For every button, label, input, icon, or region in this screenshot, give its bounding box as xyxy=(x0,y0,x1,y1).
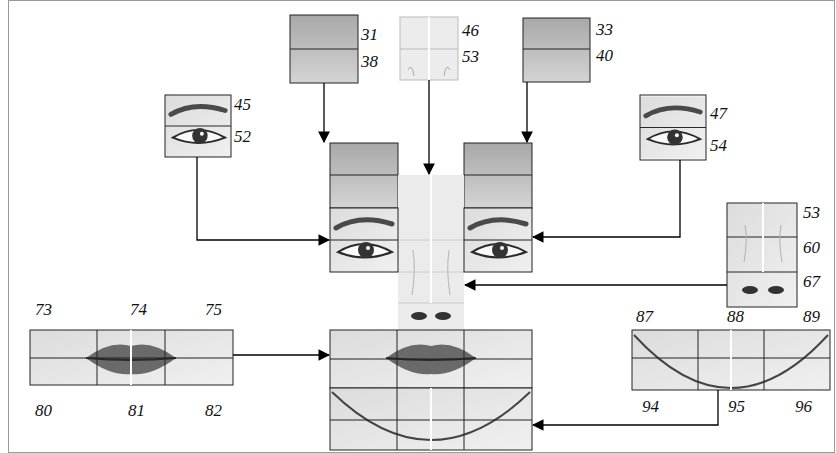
eye-patch xyxy=(640,96,706,158)
grid-line xyxy=(330,359,532,360)
callout-number: 81 xyxy=(128,402,145,419)
callout-number: 75 xyxy=(205,301,222,318)
nose-shading xyxy=(744,225,782,262)
callout-number: 38 xyxy=(361,53,378,70)
grid-line xyxy=(97,330,98,385)
grid-line xyxy=(165,330,166,385)
callout-number: 74 xyxy=(130,301,147,318)
nose-patch xyxy=(727,203,797,307)
eye-patch xyxy=(640,95,706,160)
grid-line xyxy=(698,330,699,390)
chin-patch xyxy=(632,330,830,390)
nostril xyxy=(411,312,427,320)
grid-line xyxy=(764,330,765,390)
callout-number: 53 xyxy=(803,204,820,221)
grid-line xyxy=(464,330,465,388)
grid-line xyxy=(290,49,358,50)
nose-shading xyxy=(412,250,450,295)
grid-line xyxy=(730,330,732,390)
nose-patch xyxy=(727,203,797,307)
forehead-patch xyxy=(290,15,358,83)
callout-number: 53 xyxy=(462,48,479,65)
eye-patch xyxy=(165,95,231,157)
callout-number: 89 xyxy=(803,308,820,325)
chin-patch xyxy=(330,388,532,450)
forehead-centre-patch xyxy=(400,17,458,80)
placement-arrow xyxy=(428,80,429,174)
callout-number: 80 xyxy=(35,402,52,419)
callout-number: 67 xyxy=(803,273,820,290)
callout-number: 82 xyxy=(205,402,222,419)
placement-arrow xyxy=(197,157,329,240)
mouth-patch xyxy=(30,330,233,385)
eye-patch xyxy=(330,208,398,272)
patch-border xyxy=(640,95,706,160)
nostril xyxy=(742,286,758,294)
forehead-patch xyxy=(523,18,590,82)
callout-number: 88 xyxy=(727,308,744,325)
mouth-patch xyxy=(330,330,532,388)
frame xyxy=(9,1,835,453)
grid-line xyxy=(430,175,432,303)
callout-number: 95 xyxy=(728,398,745,415)
callout-number: 52 xyxy=(234,128,251,145)
callout-number: 96 xyxy=(795,398,812,415)
nose-column xyxy=(398,175,464,330)
nostril xyxy=(435,312,451,320)
callout-number: 31 xyxy=(361,26,378,43)
placement-arrow xyxy=(526,82,527,142)
grid-line xyxy=(430,388,432,450)
grid-line xyxy=(464,388,465,450)
patch-border xyxy=(165,95,231,157)
composite-face xyxy=(330,143,532,450)
callout-number: 60 xyxy=(803,239,820,256)
forehead-centre-patch xyxy=(400,17,458,80)
brow-shading xyxy=(408,67,450,76)
patch-border xyxy=(464,208,532,272)
placement-arrows xyxy=(197,80,727,425)
grid-line xyxy=(762,203,764,272)
placement-arrow xyxy=(465,284,727,285)
chin-patch xyxy=(632,330,830,390)
placement-arrow xyxy=(533,160,680,237)
forehead-patch xyxy=(290,15,358,83)
placement-arrow xyxy=(533,390,718,425)
mouth-patch xyxy=(30,330,233,385)
grid-line xyxy=(523,49,590,50)
nostril xyxy=(768,286,784,294)
grid-line xyxy=(330,175,398,176)
callout-number: 54 xyxy=(710,137,727,154)
callout-number: 73 xyxy=(35,301,52,318)
grid-line xyxy=(397,330,398,388)
callout-number: 94 xyxy=(642,398,659,415)
callout-number: 87 xyxy=(636,308,653,325)
forehead-patch xyxy=(464,143,532,208)
callout-number: 33 xyxy=(596,21,613,38)
placement-arrow xyxy=(233,354,329,355)
eye-patch xyxy=(165,95,231,157)
grid-line xyxy=(130,330,132,385)
placement-arrow xyxy=(323,83,324,142)
callout-number: 47 xyxy=(710,105,727,122)
grid-line xyxy=(428,17,430,80)
forehead-patch xyxy=(523,18,590,82)
forehead-patch xyxy=(330,143,398,208)
eye-patch xyxy=(464,208,532,272)
grid-line xyxy=(464,175,532,176)
callout-number: 40 xyxy=(596,47,613,64)
grid-line xyxy=(397,388,398,450)
patch-border xyxy=(330,208,398,272)
callout-number: 46 xyxy=(462,22,479,39)
callout-number: 45 xyxy=(234,96,251,113)
